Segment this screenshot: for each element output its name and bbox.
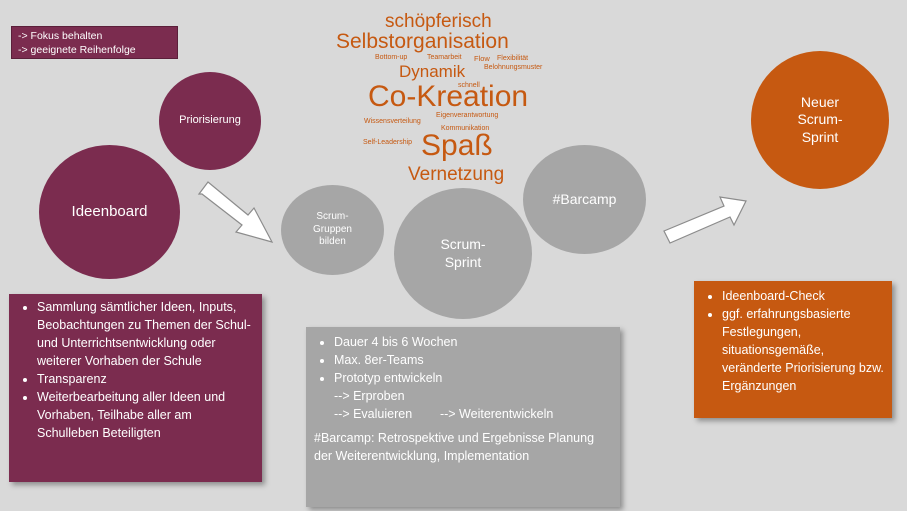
focus-note-line: -> geeignete Reihenfolge: [18, 44, 136, 56]
scrum-gruppen-label: Scrum- Gruppen bilden: [313, 211, 352, 248]
word-wissensverteilung: Wissensverteilung: [364, 118, 421, 125]
ideenboard-circle: Ideenboard: [39, 145, 180, 279]
neuer-sprint-circle: Neuer Scrum- Sprint: [751, 51, 889, 189]
barcamp-label: #Barcamp: [552, 190, 617, 207]
list-item: Max. 8er-Teams: [334, 351, 612, 369]
list-item: Sammlung sämtlicher Ideen, Inputs, Beoba…: [37, 298, 254, 370]
word-self-leadership: Self-Leadership: [363, 139, 413, 146]
priorisierung-label: Priorisierung: [179, 114, 241, 127]
list-item: Ideenboard-Check: [722, 287, 884, 305]
barcamp-footer: #Barcamp: Retrospektive und Ergebnisse P…: [314, 431, 595, 463]
word-selbstorganisation: Selbstorganisation: [336, 30, 509, 53]
list-item: Prototyp entwickeln: [334, 369, 612, 387]
arrow-right-down-icon: [196, 180, 276, 245]
scrum-sprint-circle: Scrum- Sprint: [394, 188, 532, 319]
barcamp-circle: #Barcamp: [523, 145, 646, 254]
neuer-sprint-info-list: Ideenboard-Check ggf. erfahrungsbasierte…: [702, 287, 884, 395]
priorisierung-circle: Priorisierung: [159, 72, 261, 170]
focus-note-line: -> Fokus behalten: [18, 30, 103, 42]
word-flow: Flow: [474, 54, 490, 63]
focus-note: -> Fokus behalten -> geeignete Reihenfol…: [11, 26, 178, 59]
word-vernetzung: Vernetzung: [408, 164, 505, 185]
word-schnell: schnell: [458, 82, 480, 89]
list-item: Dauer 4 bis 6 Wochen: [334, 333, 612, 351]
word-schoepferisch: schöpferisch: [385, 11, 492, 32]
scrum-gruppen-circle: Scrum- Gruppen bilden: [281, 185, 384, 275]
sub-line: --> Evaluieren --> Weiterentwickeln: [334, 407, 554, 421]
list-item: Weiterbearbeitung aller Ideen und Vorhab…: [37, 388, 254, 442]
ideenboard-info-list: Sammlung sämtlicher Ideen, Inputs, Beoba…: [17, 298, 254, 442]
word-bottom-up: Bottom-up: [375, 54, 408, 61]
scrum-sprint-label: Scrum- Sprint: [440, 236, 486, 270]
word-belohnungsmuster: Belohnungsmuster: [484, 64, 543, 71]
scrum-sprint-info-list: Dauer 4 bis 6 Wochen Max. 8er-Teams Prot…: [314, 333, 612, 387]
ideenboard-info-box: Sammlung sämtlicher Ideen, Inputs, Beoba…: [9, 294, 262, 482]
neuer-sprint-label: Neuer Scrum- Sprint: [797, 93, 843, 145]
word-teamarbeit: Teamarbeit: [427, 54, 462, 61]
list-item: ggf. erfahrungsbasierte Festlegungen, si…: [722, 305, 884, 395]
word-dynamik: Dynamik: [399, 62, 466, 81]
scrum-sprint-info-box: Dauer 4 bis 6 Wochen Max. 8er-Teams Prot…: [306, 327, 620, 507]
word-co-kreation: Co-Kreation: [368, 80, 529, 113]
word-kommunikation: Kommunikation: [441, 125, 490, 132]
word-spass: Spaß: [421, 129, 493, 162]
ideenboard-label: Ideenboard: [71, 202, 148, 220]
arrow-right-up-icon: [662, 193, 748, 248]
list-item: Transparenz: [37, 370, 254, 388]
neuer-sprint-info-box: Ideenboard-Check ggf. erfahrungsbasierte…: [694, 281, 892, 418]
sub-line: --> Erproben: [334, 389, 405, 403]
word-eigenverantwortung: Eigenverantwortung: [436, 112, 499, 119]
word-flexibilitaet: Flexibilität: [497, 55, 529, 62]
